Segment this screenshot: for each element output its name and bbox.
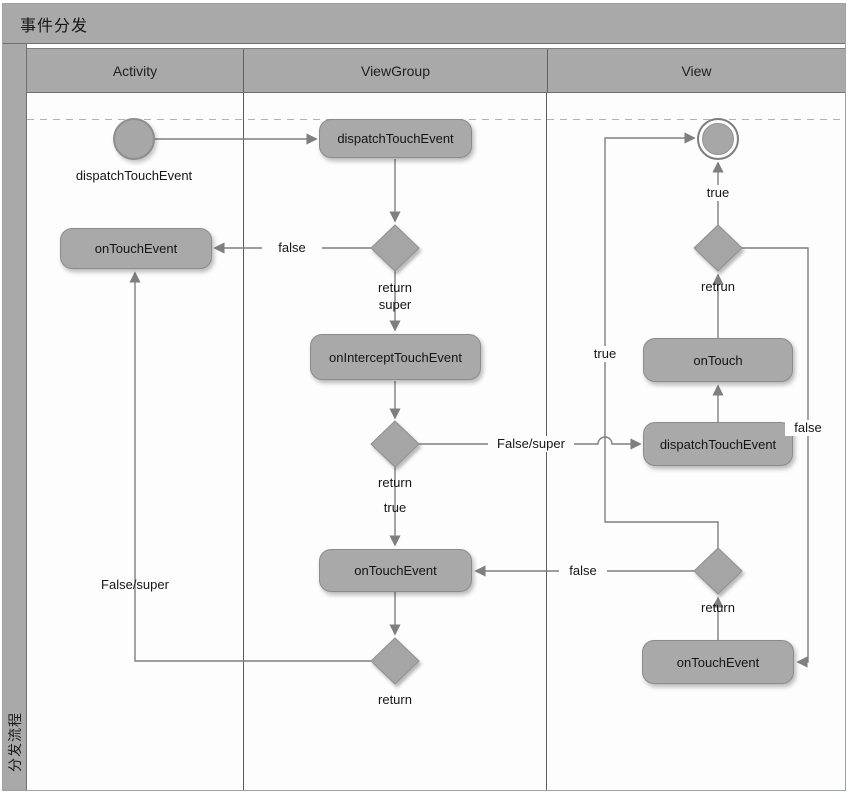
label-return-super: return super xyxy=(355,279,435,313)
label-true-to-end: true xyxy=(688,185,748,201)
start-node xyxy=(113,118,155,160)
lane-header-view: View xyxy=(548,49,845,92)
label-true-mid: true xyxy=(383,500,407,515)
label-return-bottom: return xyxy=(378,692,412,707)
label-return-super-line2: super xyxy=(378,297,412,312)
label-start-dispatchtouchevent: dispatchTouchEvent xyxy=(75,168,193,183)
label-return-mid: return xyxy=(378,475,412,490)
label-falsesuper-to-activity: False/super xyxy=(101,577,169,592)
lane-header-activity: Activity xyxy=(27,49,244,92)
diagram-title: 事件分发 xyxy=(20,17,89,35)
lane-headers: Activity ViewGroup View xyxy=(27,48,845,93)
node-view-ontouch: onTouch xyxy=(643,338,793,382)
label-false-to-activity: false xyxy=(262,240,322,256)
lane-divider-activity-viewgroup xyxy=(243,93,244,790)
node-view-dispatchtouchevent: dispatchTouchEvent xyxy=(643,422,793,466)
node-view-ontouchevent: onTouchEvent xyxy=(642,640,794,684)
end-node xyxy=(697,118,739,160)
node-viewgroup-onintercepttouchevent: onInterceptTouchEvent xyxy=(310,334,481,380)
sidebar-phase-strip: 分发流程 xyxy=(3,44,27,790)
phase-label: 分发流程 xyxy=(6,712,23,772)
label-true-vertical: true xyxy=(581,346,629,362)
node-activity-ontouchevent: onTouchEvent xyxy=(60,228,212,269)
node-viewgroup-ontouchevent: onTouchEvent xyxy=(319,549,472,592)
lane-header-viewgroup: ViewGroup xyxy=(244,49,548,92)
label-false-vertical: false xyxy=(785,420,831,436)
label-return-view: return xyxy=(701,600,735,615)
node-viewgroup-dispatchtouchevent: dispatchTouchEvent xyxy=(319,119,472,158)
label-return-super-line1: return xyxy=(378,280,412,295)
label-falsesuper-to-view: False/super xyxy=(488,436,574,452)
end-node-core xyxy=(702,123,734,155)
diagram-title-bar: 事件分发 xyxy=(3,4,845,44)
label-false-to-viewgroup: false xyxy=(559,563,607,579)
label-retrun: retrun xyxy=(701,279,735,294)
